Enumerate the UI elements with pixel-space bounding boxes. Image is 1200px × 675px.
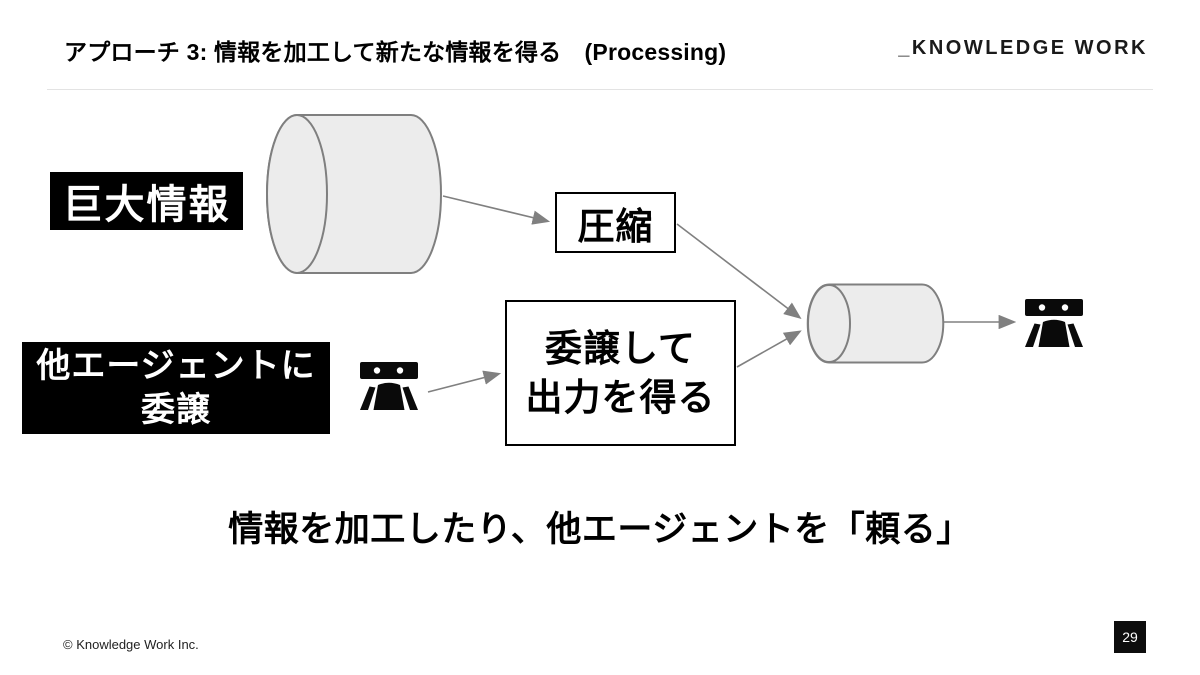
robot-icon <box>1024 299 1084 351</box>
small-database-cylinder-icon <box>806 283 945 364</box>
slide-title: アプローチ 3: 情報を加工して新たな情報を得る (Processing) <box>64 39 727 65</box>
label-delegate: 他エージェントに 委譲 <box>22 342 330 434</box>
label-delegate-line1: 他エージェントに <box>36 347 316 385</box>
slide-headline: 情報を加工したり、他エージェントを「頼る」 <box>228 510 972 549</box>
arrow-bigcyl-to-compress <box>442 195 551 225</box>
arrow-robot-to-delegatebox <box>427 370 502 393</box>
big-database-cylinder-icon <box>265 113 443 275</box>
copyright-text: © Knowledge Work Inc. <box>63 637 199 652</box>
robot-icon <box>359 362 419 414</box>
label-delegate-line2: 委譲 <box>141 391 211 429</box>
label-big-info: 巨大情報 <box>50 172 243 230</box>
delegate-output-box: 委譲して 出力を得る <box>505 300 736 446</box>
arrow-delegatebox-to-smallcyl <box>736 330 802 368</box>
delegate-output-line2: 出力を得る <box>525 377 716 418</box>
header-divider <box>47 89 1153 90</box>
compress-box: 圧縮 <box>555 192 676 253</box>
page-number-badge: 29 <box>1114 621 1146 653</box>
delegate-output-line1: 委譲して <box>545 328 696 369</box>
knowledge-work-logo: _KNOWLEDGE WORK <box>898 37 1148 59</box>
